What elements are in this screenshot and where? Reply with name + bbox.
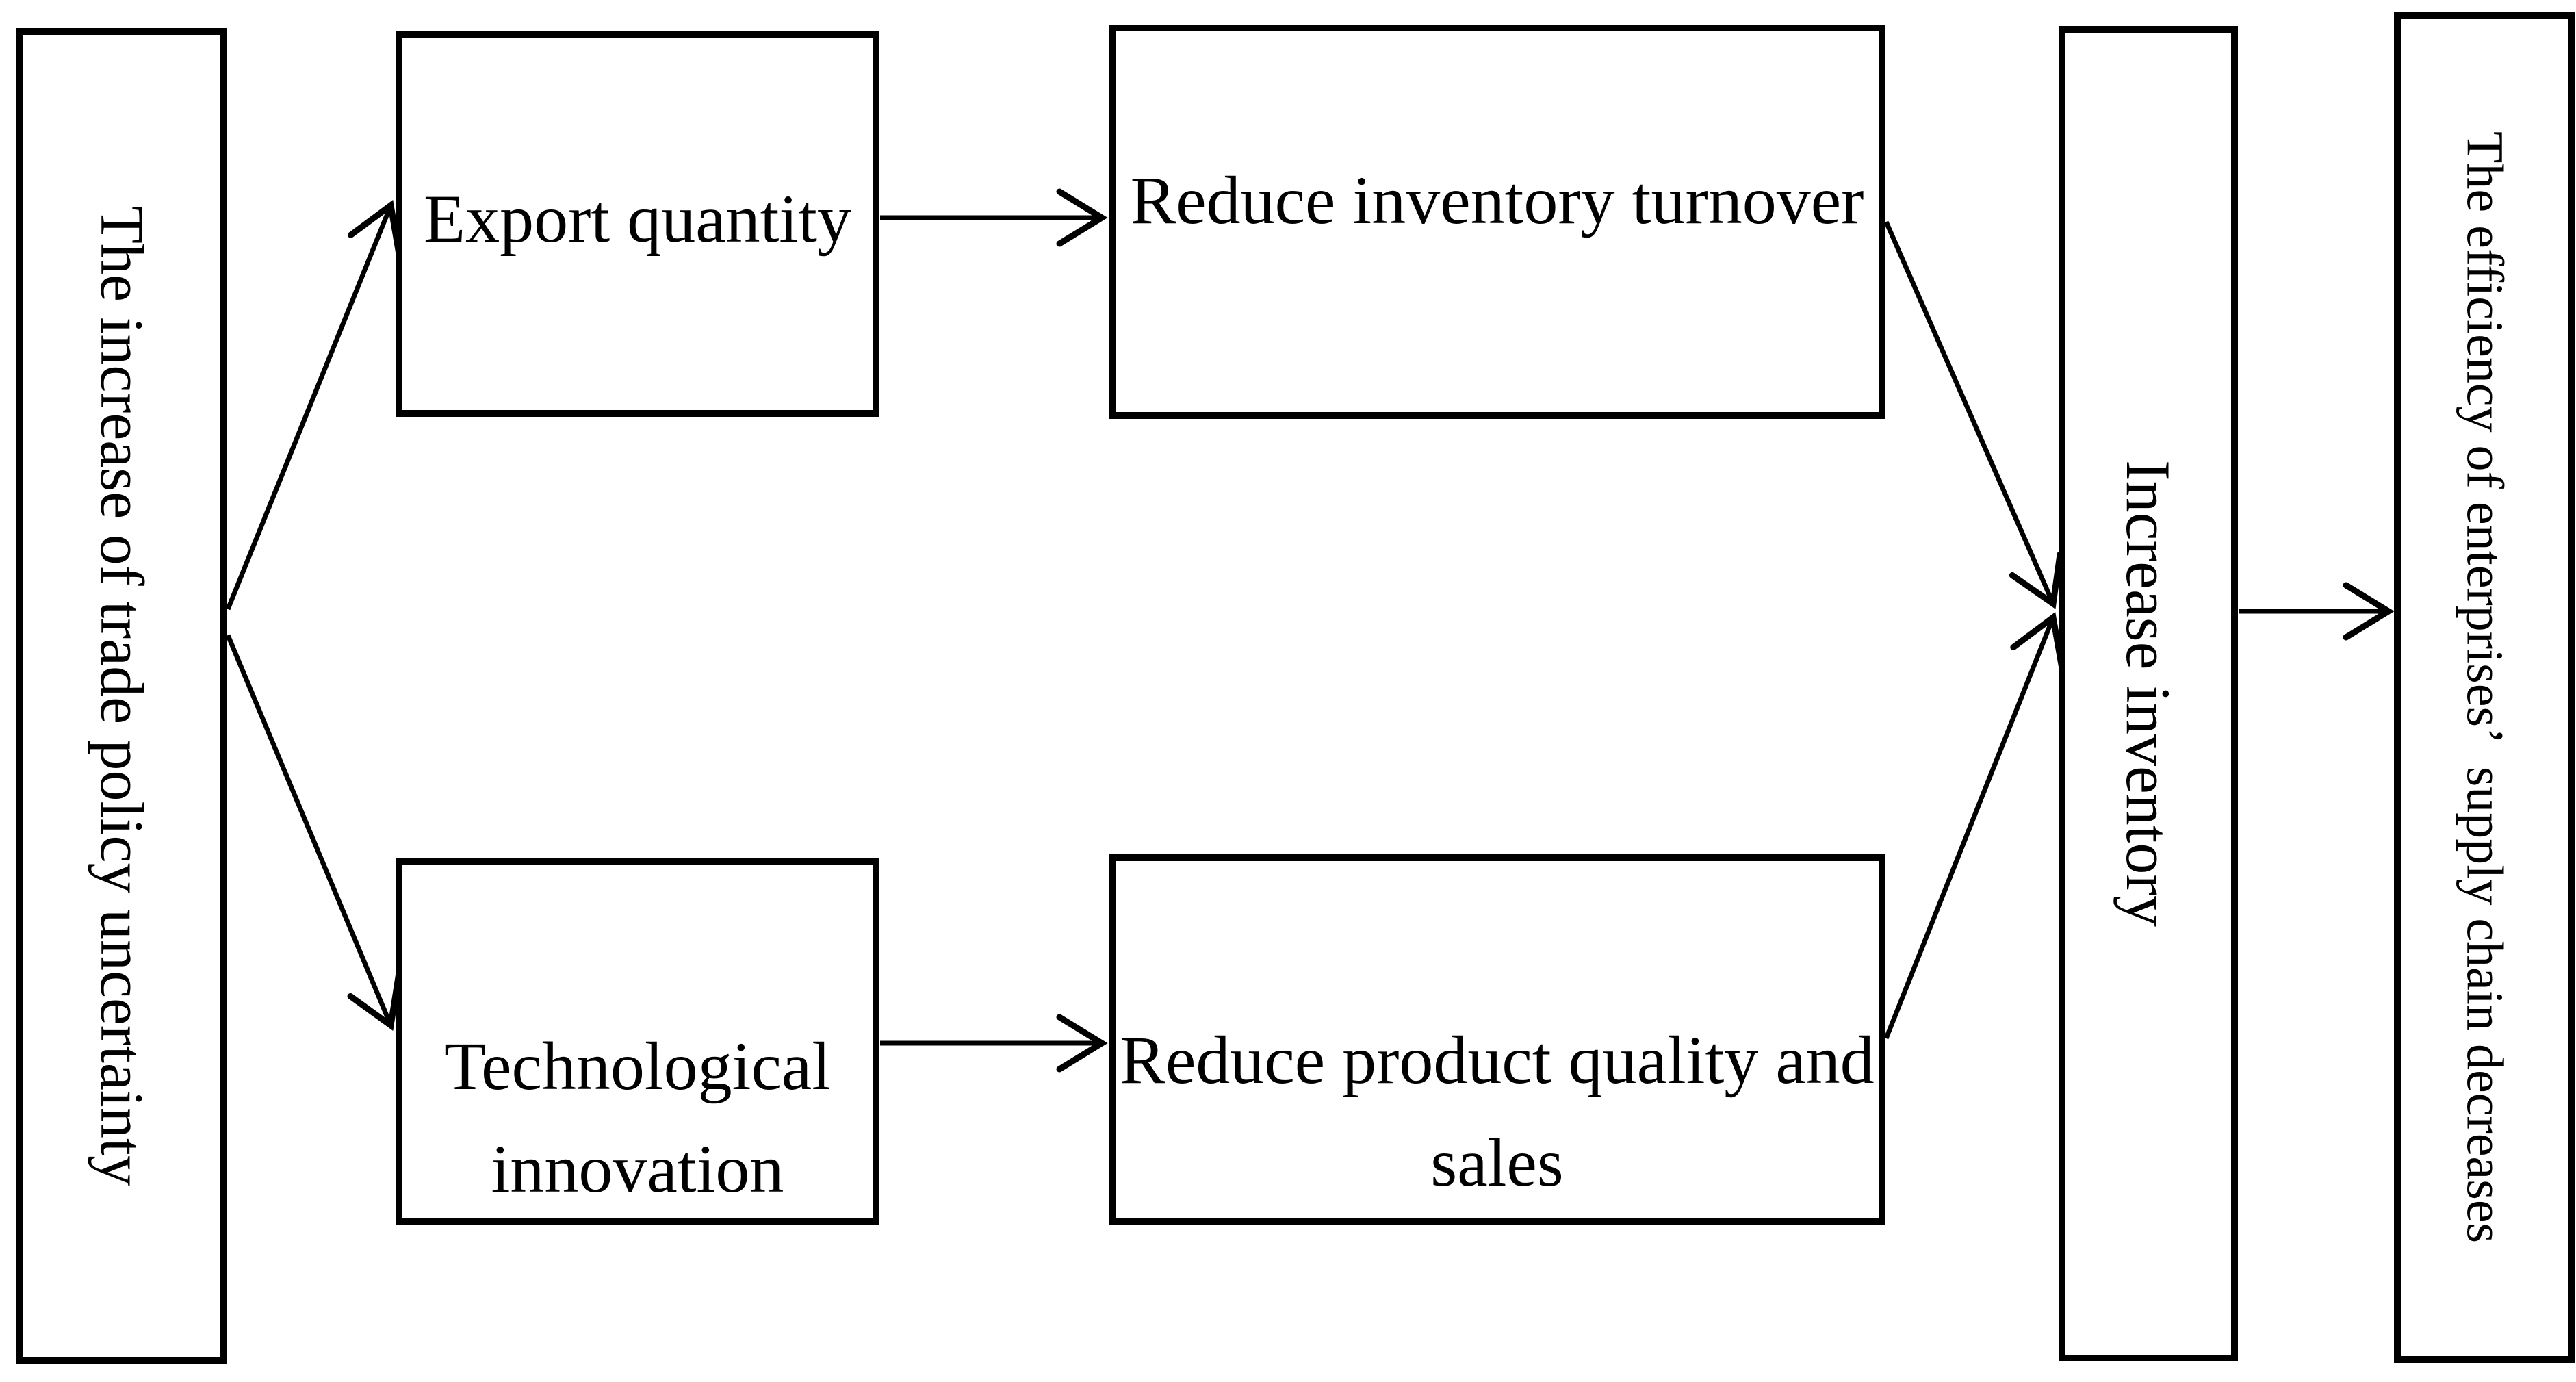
node-export-quantity: Export quantity [396, 31, 879, 417]
node-export-quantity-label: Export quantity [424, 181, 851, 257]
node-reduce-inventory-turnover: Reduce inventory turnover [1109, 25, 1885, 419]
edge-reduce-product-quality-to-increase-inventory [1883, 611, 2065, 1040]
node-reduce-inventory-turnover-label: Reduce inventory turnover [1130, 162, 1864, 238]
node-trade-policy-uncertainty: The increase of trade policy uncertainty [16, 28, 227, 1364]
node-technological-innovation: Technological innovation [396, 858, 879, 1225]
node-technological-innovation-label: Technological innovation [444, 1028, 831, 1207]
node-reduce-product-quality-sales: Reduce product quality and sales [1109, 854, 1885, 1225]
edge-trade-policy-to-technological-innovation [225, 634, 402, 1031]
node-increase-inventory: Increase inventory [2059, 26, 2238, 1361]
node-increase-inventory-label: Increase inventory [2113, 460, 2183, 927]
node-supply-chain-efficiency: The efficiency of enterprises’ supply ch… [2394, 12, 2575, 1363]
node-supply-chain-efficiency-label: The efficiency of enterprises’ supply ch… [2456, 131, 2514, 1244]
node-trade-policy-uncertainty-label: The increase of trade policy uncertainty [88, 205, 155, 1186]
edge-reduce-inventory-turnover-to-increase-inventory [1883, 220, 2063, 609]
edge-trade-policy-to-export-quantity [225, 200, 402, 611]
node-reduce-product-quality-sales-label: Reduce product quality and sales [1120, 1022, 1875, 1201]
